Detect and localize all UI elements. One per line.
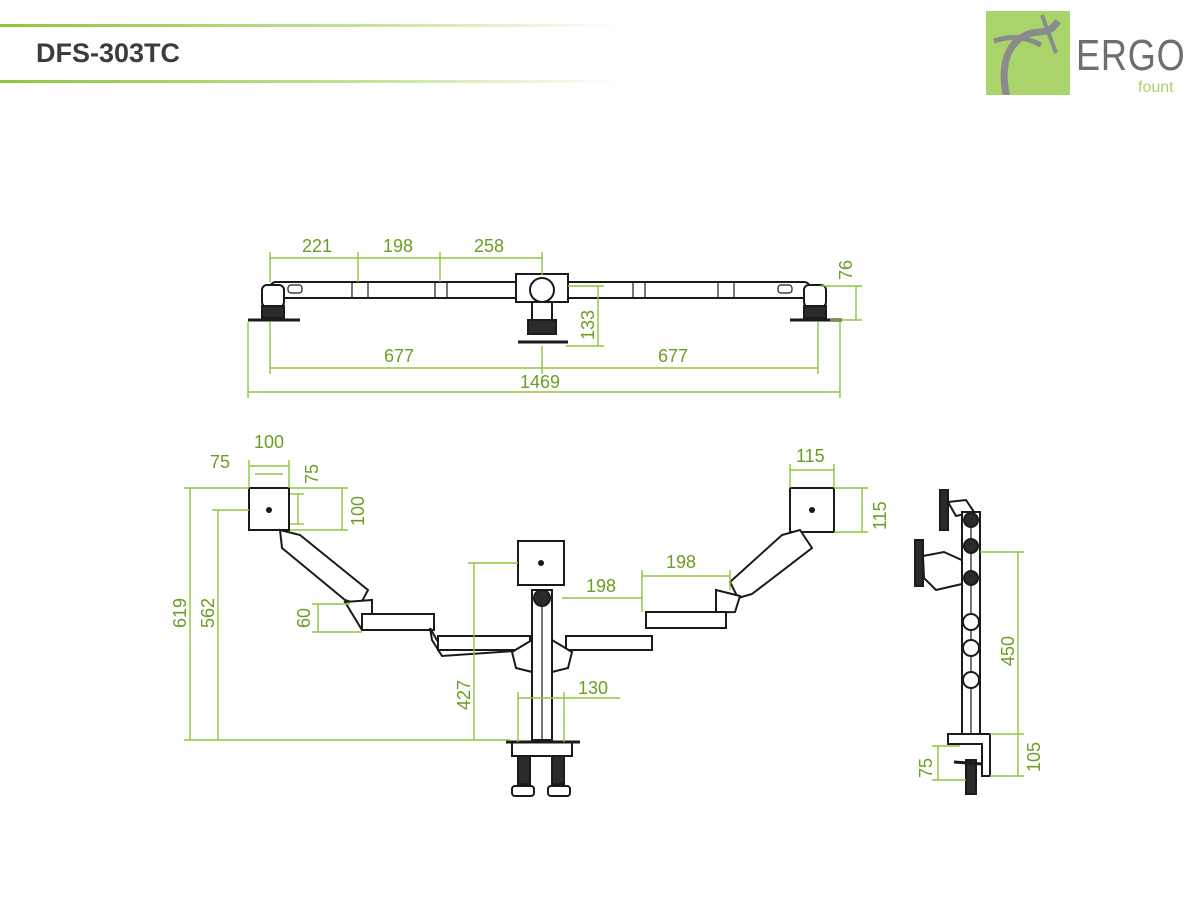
front-view: 100 75 75 100 115 115 198 198 60 619 <box>170 432 890 797</box>
dim-top-post: 133 <box>578 310 598 340</box>
dim-top-total: 1469 <box>520 372 560 392</box>
top-hub-knob <box>529 277 555 303</box>
logo-subtext: fount <box>1138 79 1174 96</box>
dim-top-seg3: 258 <box>474 236 504 256</box>
header-divider-bottom <box>0 80 620 83</box>
top-joint <box>351 281 369 299</box>
right-lower-arm-bar <box>565 635 653 651</box>
top-left-tilt-base <box>261 305 285 319</box>
header-divider-top <box>0 24 620 27</box>
dim-hole-width: 75 <box>210 452 230 472</box>
left-mid-arm <box>361 613 435 631</box>
dim-pole-height: 427 <box>454 680 474 710</box>
dim-right-plate-height: 115 <box>870 501 890 530</box>
center-tilt-knob <box>533 589 551 607</box>
dim-right-arm-segment: 198 <box>666 552 696 572</box>
dim-right-plate-width: 115 <box>796 446 825 466</box>
side-clamp-screw <box>965 759 977 795</box>
dim-top-seg1: 221 <box>302 236 332 256</box>
logo-arm-icon <box>993 14 1061 104</box>
dim-top-half-left: 677 <box>384 346 414 366</box>
clamp-right-pad <box>547 785 571 797</box>
left-lower-arm-bar <box>437 635 531 651</box>
top-joint <box>632 281 646 299</box>
side-joint <box>963 570 979 586</box>
right-upper-arm <box>728 528 814 600</box>
dim-base-width: 130 <box>578 678 608 698</box>
dim-mid-arm-segment: 198 <box>586 576 616 596</box>
dim-arm-drop: 60 <box>294 608 314 628</box>
logo-wordmark: ERGO <box>1076 31 1186 80</box>
side-joint <box>963 512 979 528</box>
center-left-collar <box>510 638 533 674</box>
vesa-plate-left <box>248 487 290 531</box>
page-title: DFS-303TC <box>36 38 181 68</box>
dim-side-desk: 75 <box>916 758 936 778</box>
top-right-tilt <box>803 284 827 308</box>
top-joint <box>287 284 303 294</box>
side-joint <box>962 639 980 657</box>
side-upper-plate <box>939 489 949 531</box>
dim-arm-height: 562 <box>198 598 218 628</box>
brand-logo: ERGO fount <box>984 8 1189 113</box>
dim-overall-height: 619 <box>170 598 190 628</box>
clamp-left-leg <box>517 755 531 785</box>
top-left-tilt <box>261 284 285 308</box>
center-right-collar <box>551 638 574 674</box>
top-joint <box>717 281 735 299</box>
top-pole-base <box>527 319 557 335</box>
top-joint <box>777 284 793 294</box>
dim-plate-height: 100 <box>348 496 368 526</box>
side-joint <box>962 613 980 631</box>
top-view: 221 198 258 76 133 677 677 1469 <box>247 236 862 398</box>
top-right-tilt-base <box>803 305 827 319</box>
dim-hole-height: 75 <box>302 464 322 484</box>
header: DFS-303TC <box>0 0 1200 110</box>
dim-plate-width: 100 <box>254 432 284 452</box>
left-upper-arm <box>278 528 370 607</box>
side-lower-plate <box>914 539 924 587</box>
dim-top-half-right: 677 <box>658 346 688 366</box>
side-view: 450 105 75 <box>914 489 1044 795</box>
dim-side-pole: 450 <box>998 636 1018 666</box>
dim-top-height: 76 <box>836 260 856 280</box>
side-joint <box>962 671 980 689</box>
right-mid-arm <box>645 611 727 629</box>
dim-side-clamp: 105 <box>1024 742 1044 772</box>
base-plate <box>511 741 573 757</box>
side-joint <box>963 538 979 554</box>
clamp-left-pad <box>511 785 535 797</box>
clamp-right-leg <box>551 755 565 785</box>
logo-emblem <box>986 11 1070 104</box>
top-joint <box>434 281 448 299</box>
dim-top-seg2: 198 <box>383 236 413 256</box>
side-lower-tilt <box>921 550 968 592</box>
